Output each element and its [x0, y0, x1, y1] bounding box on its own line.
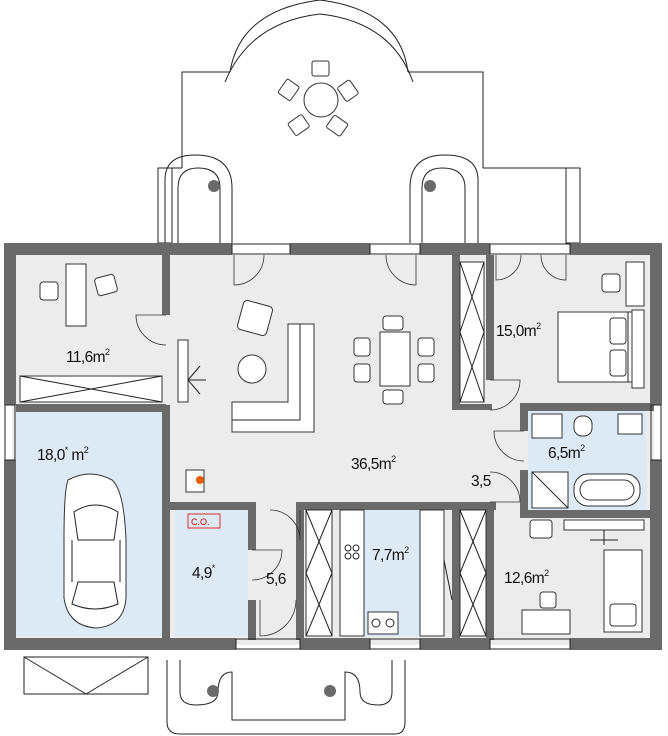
doors [135, 254, 567, 637]
bedroom-second-area-label: 12,6m2 [504, 568, 549, 587]
terrace [157, 0, 581, 244]
bedroom-second-furniture [521, 519, 645, 635]
boiler-tag: C.O. [191, 517, 210, 527]
living-furniture [177, 300, 435, 493]
office-area-label: 11,6m2 [66, 347, 110, 366]
office-furniture [19, 263, 163, 403]
wardrobes [305, 261, 487, 637]
kitchen-area-label: 7,7m2 [372, 545, 409, 564]
bathroom-area-label: 6,5m2 [548, 443, 585, 462]
bathroom-furniture [531, 413, 643, 509]
porch [23, 656, 406, 735]
windows [4, 243, 662, 650]
living-area-label: 36,5m2 [351, 454, 396, 473]
bedroom-main-area-label: 15,0m2 [496, 321, 541, 340]
kitchen-furniture [339, 509, 453, 637]
garage-area-label: 18,0* m2 [37, 445, 89, 464]
hall-area-label: 3,5 [471, 473, 491, 490]
car [63, 473, 127, 629]
bedroom-main-furniture [557, 261, 645, 389]
boiler-area-label: 4,9* [192, 563, 216, 582]
vestibule-area-label: 5,6 [266, 571, 286, 588]
boiler-tag-box [187, 513, 221, 529]
terrace-table-set [277, 60, 359, 137]
walls [4, 243, 662, 650]
room-labels: 11,6m2 18,0* m2 36,5m2 15,0m2 6,5m2 3,5 … [37, 321, 586, 588]
